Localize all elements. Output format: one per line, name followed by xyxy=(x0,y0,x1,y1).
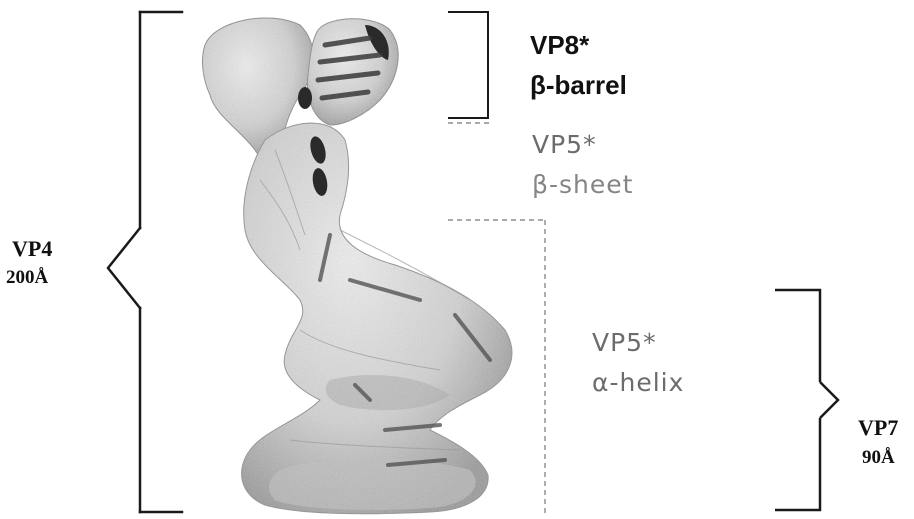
vp7-size-label: 90Å xyxy=(862,448,895,467)
vp5-sheet-name-label: VP5* xyxy=(532,132,597,157)
vp8-fold-label: β-barrel xyxy=(530,72,627,98)
vp4-size-label: 200Å xyxy=(6,268,48,287)
vp7-bracket xyxy=(775,290,838,510)
vp4-name-label: VP4 xyxy=(12,238,52,260)
vp5-foot-shadow xyxy=(269,459,476,510)
vp5-helix-fold-label: α-helix xyxy=(592,370,684,395)
vp7-name-label: VP7 xyxy=(858,417,898,439)
vp8-name-label: VP8* xyxy=(530,32,589,58)
vp5-helix-name-label: VP5* xyxy=(592,330,657,355)
vp5-body xyxy=(242,123,512,514)
vp4-bracket xyxy=(108,12,182,512)
vp8-bracket xyxy=(448,12,488,118)
vp5-sheet-fold-label: β-sheet xyxy=(532,172,633,197)
vp8-right-lobe xyxy=(307,19,398,125)
